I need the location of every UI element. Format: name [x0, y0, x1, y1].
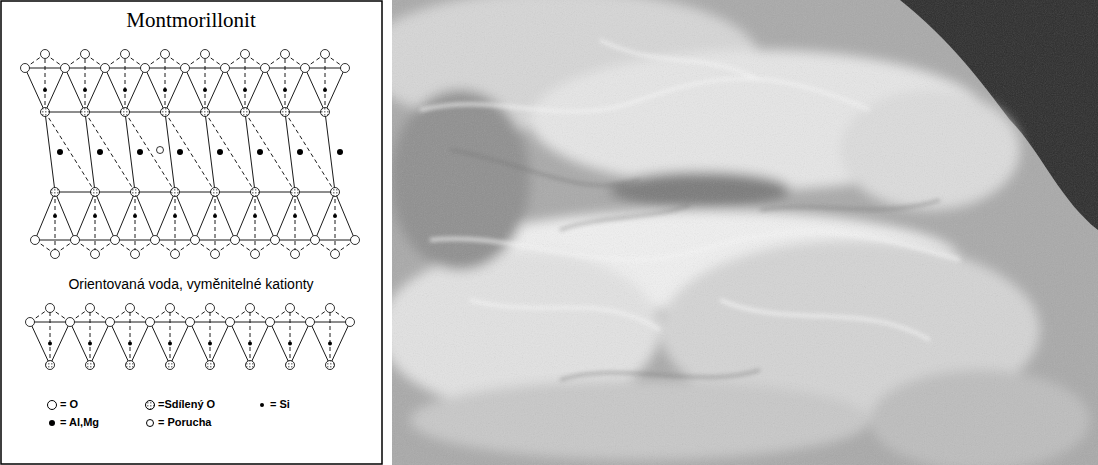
legend-symbol	[48, 401, 57, 410]
layer-label: Orientovaná voda, vyměnitelné kationty	[66, 276, 315, 292]
legend-text: = O	[60, 398, 78, 410]
legend-symbol	[146, 401, 155, 410]
panel-frame	[1, 1, 382, 464]
sem-photo	[392, 0, 1098, 465]
legend-text: = Al,Mg	[60, 416, 99, 428]
legend-symbol	[147, 420, 154, 427]
legend-text: = Si	[270, 398, 290, 410]
legend-symbol	[260, 403, 264, 407]
legend-text: =Sdílený O	[158, 398, 215, 410]
panel-title: Montmorillonit	[0, 8, 382, 33]
crystal-structure	[21, 50, 360, 370]
legend-text: = Porucha	[158, 416, 212, 428]
legend-symbol	[49, 420, 55, 426]
